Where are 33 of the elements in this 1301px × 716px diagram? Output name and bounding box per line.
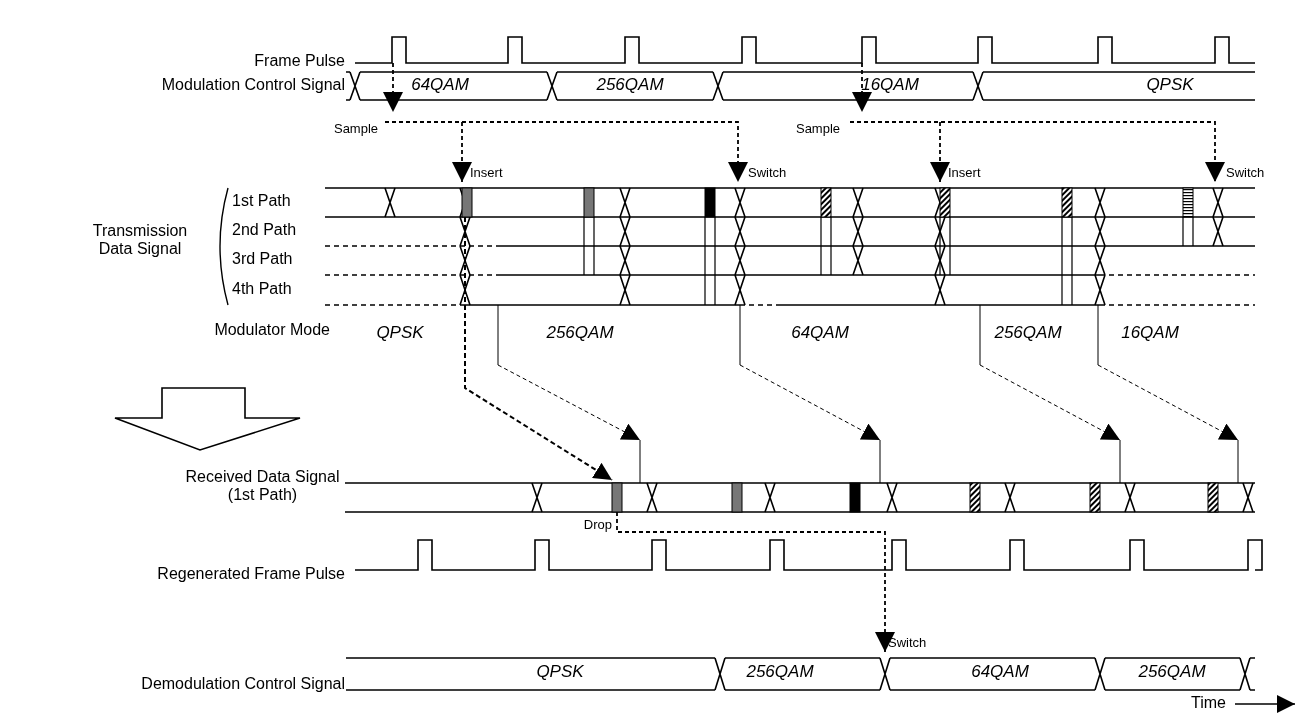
arrow-label: Insert [948,166,981,181]
mode-label: 64QAM [971,662,1029,682]
mode-label: QPSK [536,662,584,682]
mode-label: 16QAM [861,75,919,95]
path-name: 2nd Path [232,221,297,240]
signal-name: Demodulation Control Signal [141,675,345,694]
arrow-label: Sample [333,122,379,137]
arrow-label: Drop [583,518,612,533]
signal-name: Received Data Signal (1st Path) [184,468,341,505]
arrow-label: Switch [888,636,927,651]
signal-name: Regenerated Frame Pulse [157,565,345,584]
arrow-label: Sample [795,122,841,137]
signal-name: Frame Pulse [254,52,345,71]
arrow-label: Switch [1226,166,1265,181]
mode-label: 16QAM [1121,323,1179,343]
mode-label: 64QAM [411,75,469,95]
mode-label: 64QAM [791,323,849,343]
mode-label: 256QAM [546,323,614,343]
arrow-label: Insert [470,166,503,181]
mode-label: 256QAM [994,323,1062,343]
mode-label: 256QAM [746,662,814,682]
path-name: 4th Path [232,280,292,299]
mode-label: QPSK [376,323,424,343]
signal-name: Transmission Data Signal [91,222,189,259]
path-name: 3rd Path [232,250,293,269]
axis-label: Time [1191,694,1226,713]
mode-label: 256QAM [596,75,664,95]
mode-label: QPSK [1146,75,1194,95]
arrow-label: Switch [748,166,787,181]
mode-label: 256QAM [1138,662,1206,682]
signal-name: Modulator Mode [214,321,330,340]
signal-name: Modulation Control Signal [161,76,345,95]
path-name: 1st Path [232,192,291,211]
